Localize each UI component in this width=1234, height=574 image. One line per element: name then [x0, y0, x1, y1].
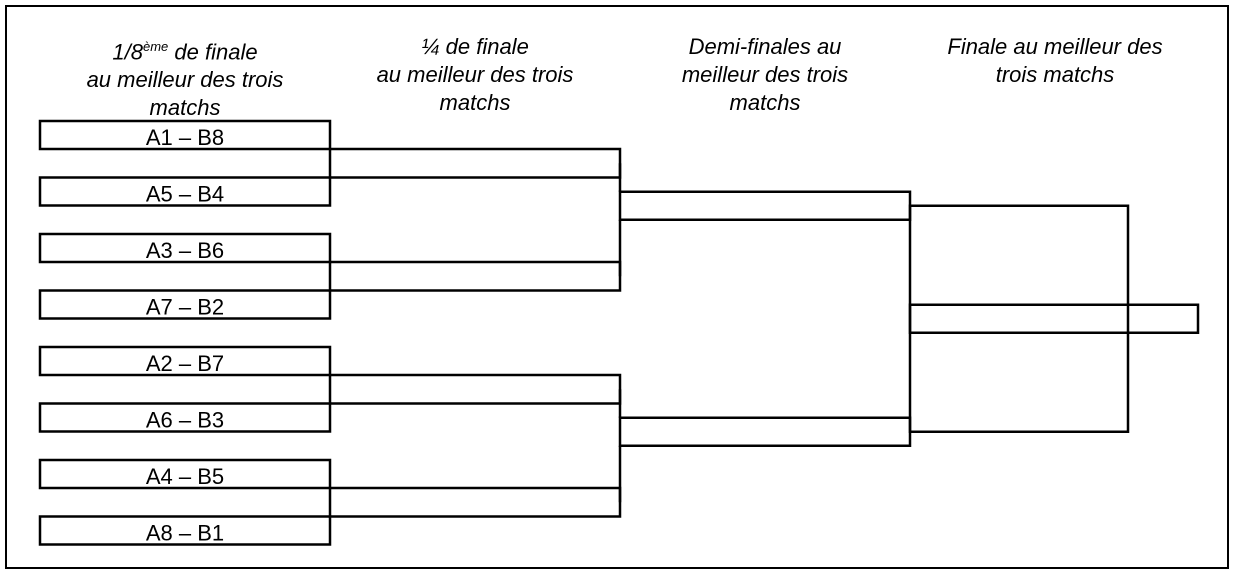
- match-box-semi-final: [618, 416, 912, 447]
- match-box-final-bracket: [908, 204, 1130, 433]
- match-box-r16: [38, 289, 332, 320]
- match-box-quarter-final: [328, 373, 622, 405]
- match-box-r16: [38, 232, 332, 264]
- match-box-semi-final: [618, 190, 912, 221]
- header-quarter-finals: ¼ de finale au meilleur des trois matchs: [376, 34, 574, 115]
- match-label: A4 – B5: [146, 464, 224, 489]
- match-label: A3 – B6: [146, 238, 224, 263]
- header-final: Finale au meilleur des trois matchs: [947, 34, 1163, 87]
- match-label: A1 – B8: [146, 125, 224, 150]
- match-box-r16: [38, 458, 332, 490]
- header-semi-finals: Demi-finales au meilleur des trois match…: [681, 34, 849, 115]
- match-box-final: [908, 303, 1200, 334]
- match-box-r16: [38, 176, 332, 207]
- match-label: A8 – B1: [146, 521, 224, 546]
- match-label: A6 – B3: [146, 408, 224, 433]
- match-box-quarter-final: [328, 147, 622, 179]
- match-box-quarter-final: [328, 260, 622, 292]
- match-box-r16: [38, 345, 332, 377]
- match-label: A2 – B7: [146, 351, 224, 376]
- match-box-r16: [38, 402, 332, 433]
- match-label: A5 – B4: [146, 182, 224, 207]
- match-box-r16: [38, 119, 332, 151]
- match-box-quarter-final: [328, 486, 622, 518]
- header-round-of-16: 1/8ème de finale au meilleur des trois m…: [86, 39, 284, 121]
- match-box-r16: [38, 515, 332, 546]
- match-label: A7 – B2: [146, 295, 224, 320]
- bracket-frame: [5, 5, 1229, 569]
